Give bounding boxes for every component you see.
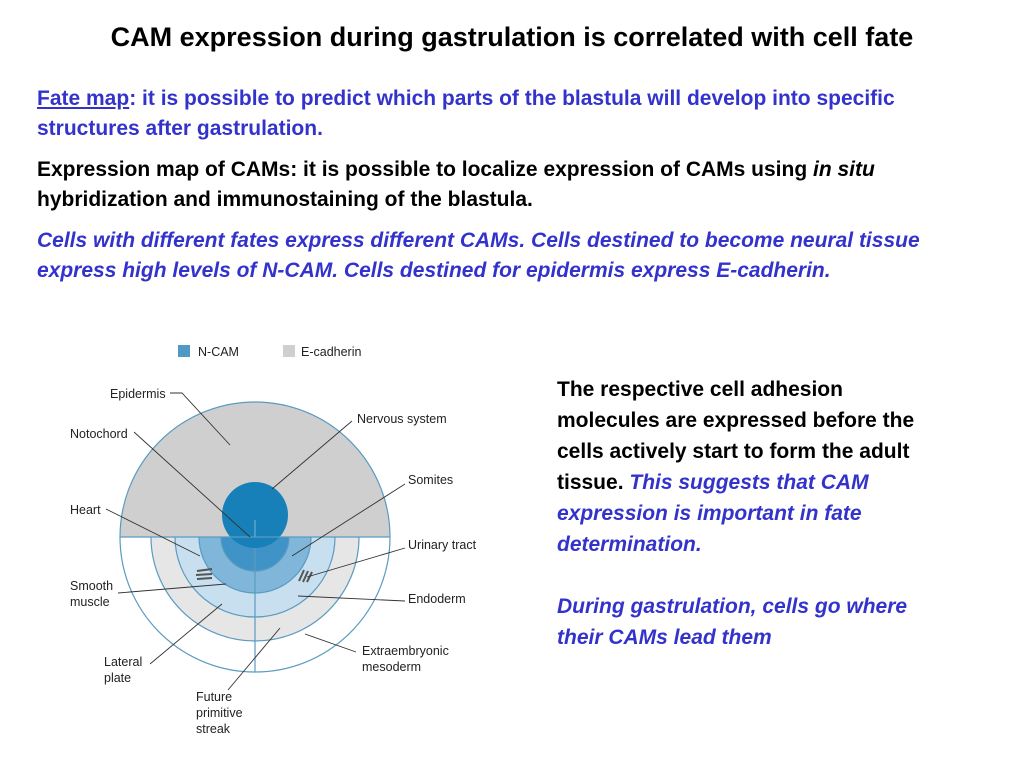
expression-map-text-a: Expression map of CAMs: it is possible t… [37, 158, 813, 181]
label-notochord: Notochord [70, 427, 128, 441]
epidermis-region [119, 401, 391, 537]
label-heart: Heart [70, 503, 101, 517]
label-endoderm: Endoderm [408, 592, 466, 606]
label-lateral-plate-2: plate [104, 671, 131, 685]
heart-patch [195, 568, 213, 580]
label-smooth-muscle-2: muscle [70, 595, 110, 609]
label-future-streak-1: Future [196, 690, 232, 704]
in-situ-term: in situ [813, 158, 875, 181]
legend-ncam-label: N-CAM [198, 345, 239, 359]
label-extraembryonic-1: Extraembryonic [362, 644, 449, 658]
expression-map-text-b: hybridization and immunostaining of the … [37, 188, 533, 211]
label-nervous-system: Nervous system [357, 412, 447, 426]
label-urinary-tract: Urinary tract [408, 538, 477, 552]
label-future-streak-3: streak [196, 722, 231, 736]
urinary-patch [298, 569, 313, 583]
legend-ncam-swatch [178, 345, 190, 357]
label-extraembryonic-2: mesoderm [362, 660, 421, 674]
fate-map-paragraph: Fate map: it is possible to predict whic… [37, 84, 987, 144]
leader-lines [105, 392, 406, 691]
label-future-streak-2: primitive [196, 706, 243, 720]
page-title: CAM expression during gastrulation is co… [110, 22, 914, 52]
label-lateral-plate-1: Lateral [104, 655, 142, 669]
legend-ecad-swatch [283, 345, 295, 357]
side-note-plain: The respective cell adhesion molecules a… [557, 378, 915, 494]
side-note: The respective cell adhesion molecules a… [557, 374, 942, 653]
label-epidermis: Epidermis [110, 387, 166, 401]
cell-fates-paragraph: Cells with different fates express diffe… [37, 229, 920, 282]
side-note-conclusion: During gastrulation, cells go where thei… [557, 595, 908, 649]
legend-ecad-label: E-cadherin [301, 345, 361, 359]
expression-map-paragraph: Expression map of CAMs: it is possible t… [37, 155, 987, 215]
lower-hemisphere [119, 537, 391, 673]
fate-map-text: : it is possible to predict which parts … [37, 87, 895, 140]
fate-map-term: Fate map [37, 87, 130, 110]
label-smooth-muscle-1: Smooth [70, 579, 113, 593]
label-somites: Somites [408, 473, 453, 487]
nervous-system-region [222, 482, 288, 548]
side-note-emphasis: This suggests that CAM expression is imp… [557, 471, 869, 556]
